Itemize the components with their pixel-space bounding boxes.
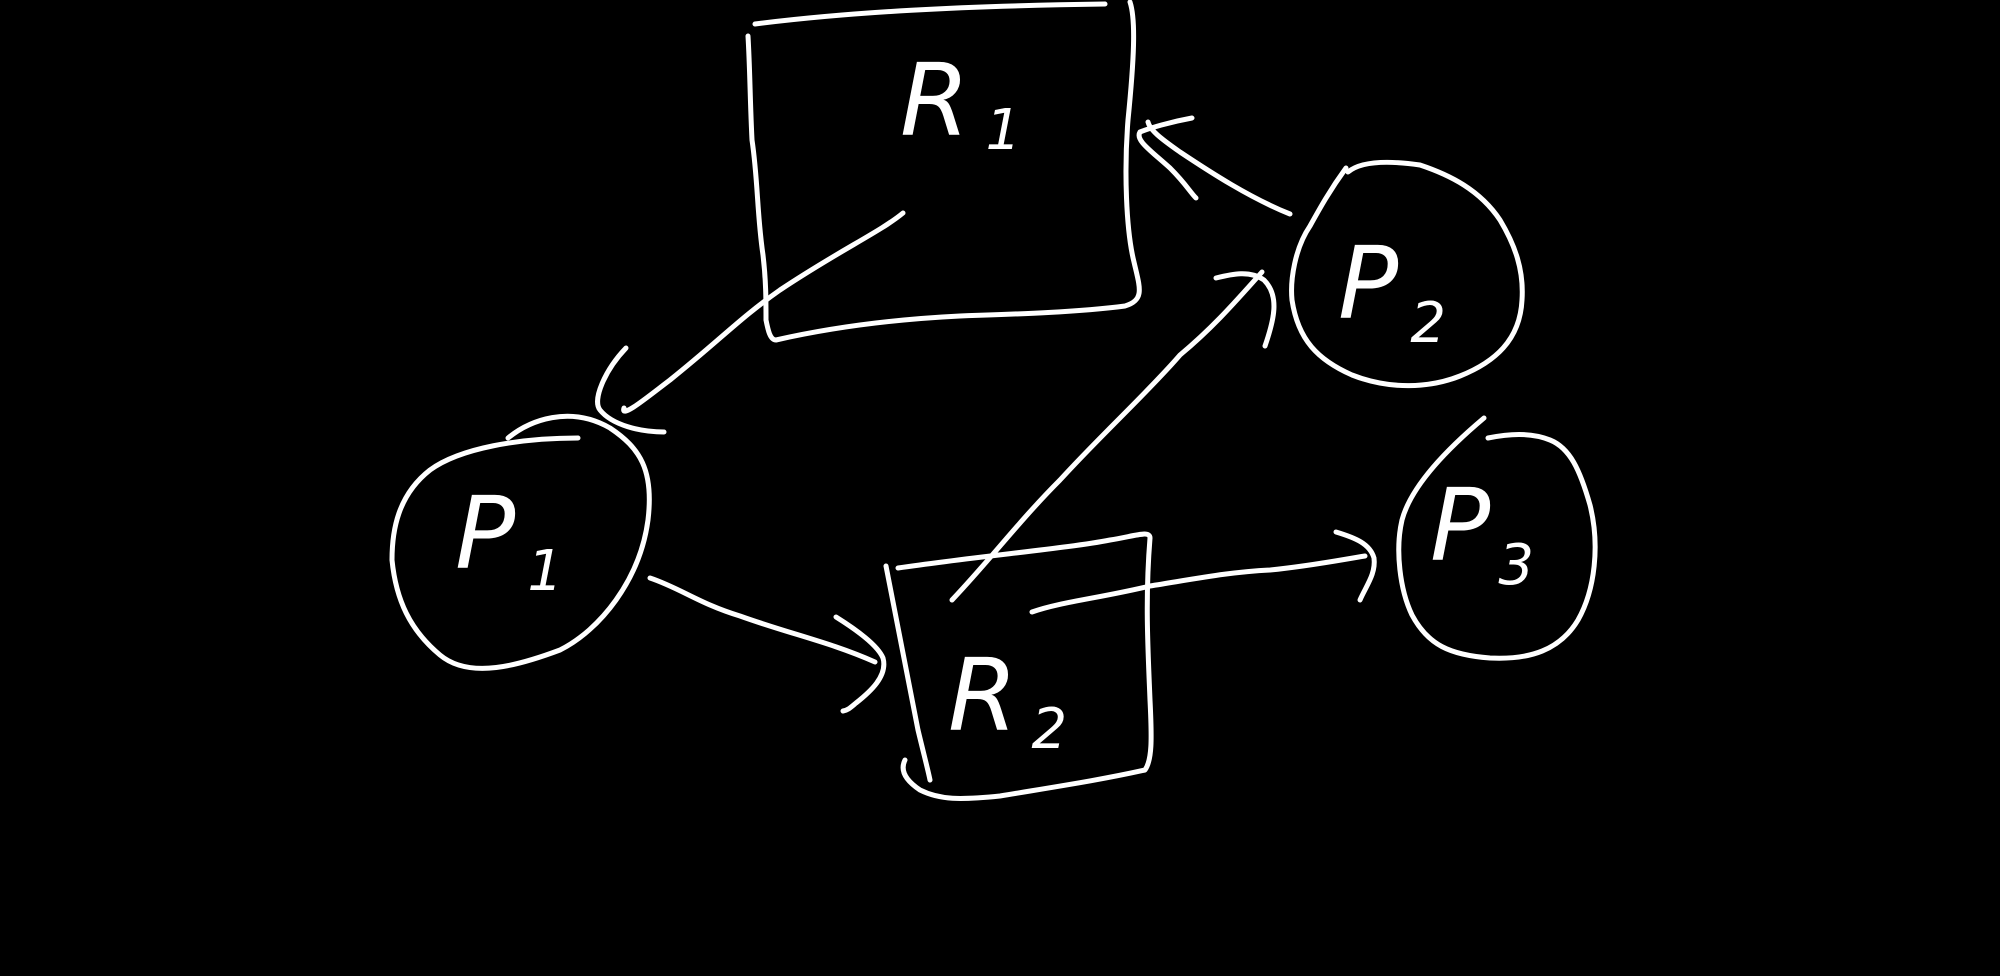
edge-r1-to-p1-line xyxy=(621,210,906,414)
resource-r2-box xyxy=(883,531,1154,801)
edge-r2-to-p3-arrowhead xyxy=(1333,529,1377,603)
edge-r1-to-p1-arrowhead xyxy=(595,345,667,435)
process-p3-circle xyxy=(1396,415,1598,661)
edge-p2-to-r1 xyxy=(1136,115,1293,217)
resource-r1-box xyxy=(745,0,1142,343)
edge-r2-to-p2 xyxy=(949,269,1277,603)
edge-r1-to-p1 xyxy=(595,210,906,435)
edge-p1-to-r2-line xyxy=(647,575,878,665)
edge-r2-to-p2-line xyxy=(949,269,1265,603)
edge-p2-to-r1-arrowhead xyxy=(1136,115,1199,201)
process-p2-circle xyxy=(1289,159,1525,389)
edge-p2-to-r1-line xyxy=(1145,119,1293,217)
edge-r2-to-p2-arrowhead xyxy=(1213,271,1277,349)
edge-p1-to-r2 xyxy=(647,575,887,714)
edge-r2-to-p3-line xyxy=(1029,553,1368,615)
edge-r2-to-p3 xyxy=(1029,529,1377,615)
edge-p1-to-r2-arrowhead xyxy=(833,614,887,714)
process-p1-circle xyxy=(389,413,652,671)
